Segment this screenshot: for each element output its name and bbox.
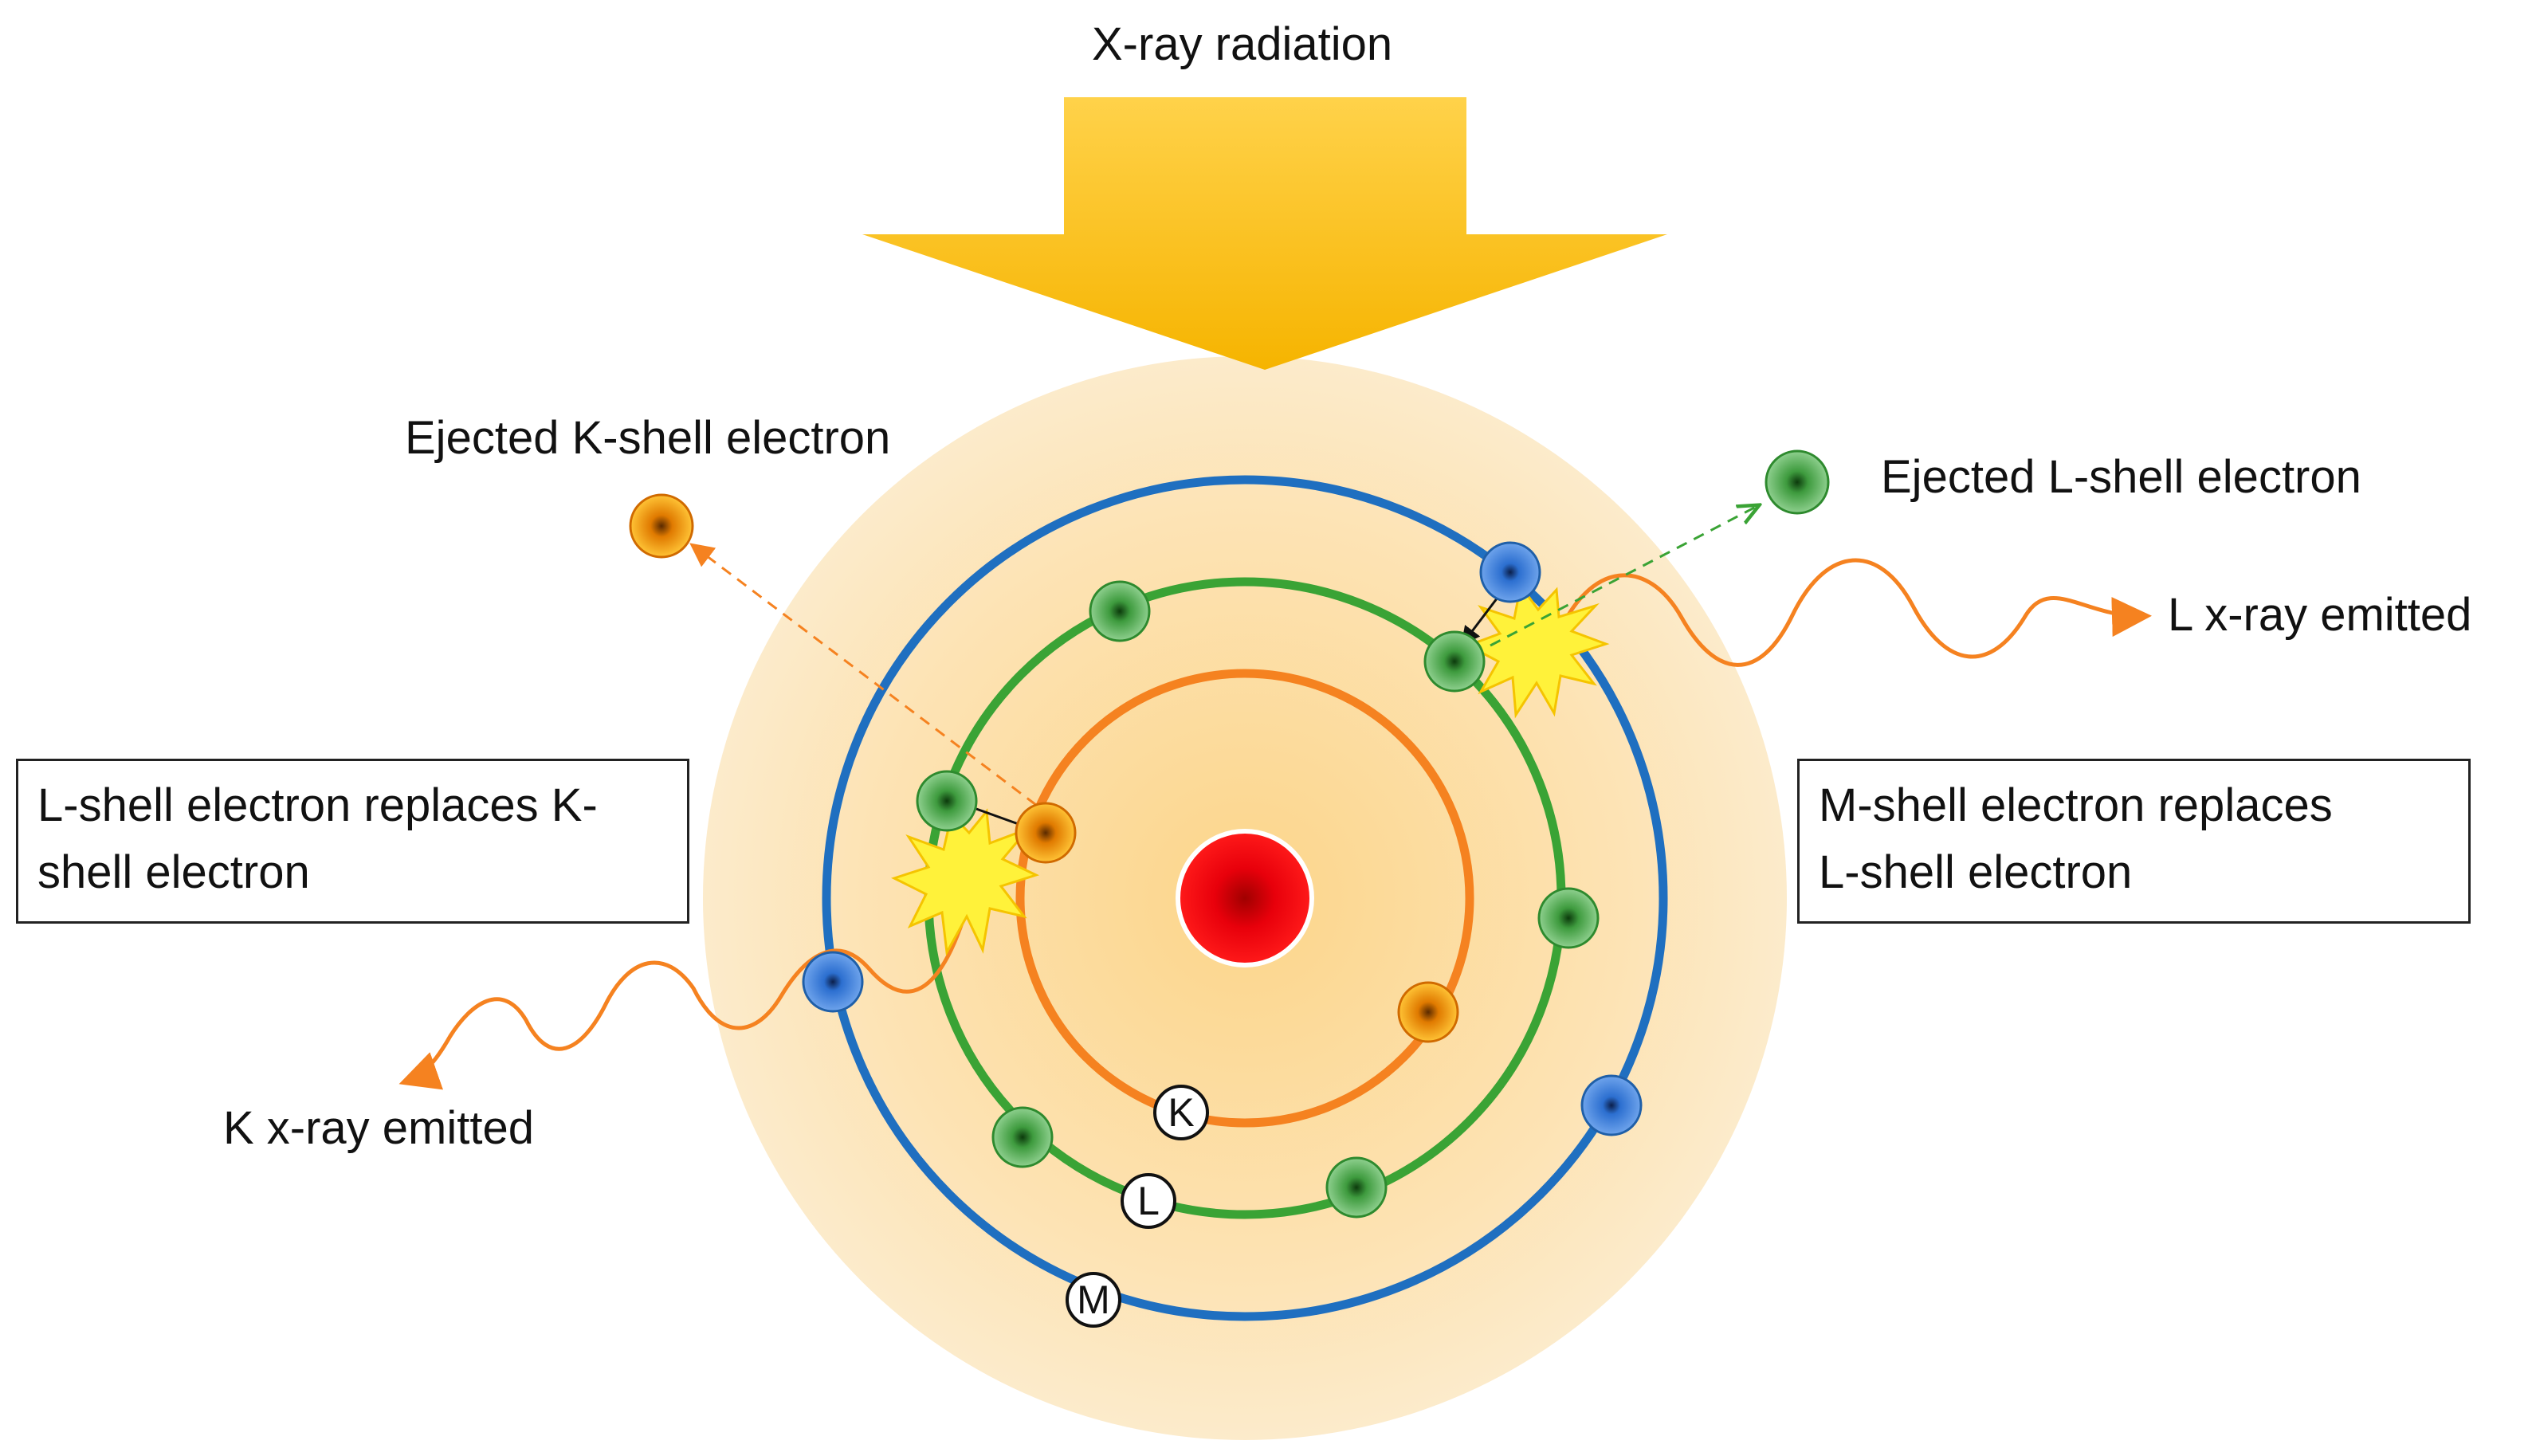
m-electron (1479, 541, 1541, 603)
k-xray-emitted-label: K x-ray emitted (223, 1102, 534, 1154)
l-electron (1325, 1156, 1388, 1219)
xray-radiation-arrow (862, 97, 1667, 370)
l-electron (916, 770, 978, 832)
ejected-k-shell-label: Ejected K-shell electron (405, 412, 891, 464)
l-replaces-k-line2: shell electron (37, 846, 310, 899)
m-shell-tag: M (1066, 1272, 1121, 1328)
l-shell-tag: L (1121, 1173, 1176, 1229)
l-electron (1537, 887, 1600, 949)
m-shell-electrons (802, 541, 1643, 1136)
k-xray-wave (398, 908, 969, 1090)
m-replaces-l-box: M-shell electron replaces L-shell electr… (1797, 759, 2471, 924)
l-xray-emitted-label: L x-ray emitted (2168, 589, 2472, 641)
k-electron (1015, 802, 1077, 864)
m-shell-orbit (822, 475, 1668, 1321)
m-replaces-l-line2: L-shell electron (1819, 846, 2133, 899)
m-electron (1580, 1074, 1643, 1136)
l-shell-flash (1465, 583, 1610, 719)
k-shell-tag: K (1153, 1085, 1209, 1140)
k-shell-electrons (1015, 802, 1459, 1043)
m-electron (802, 951, 864, 1013)
l-replaces-k-box: L-shell electron replaces K- shell elect… (16, 759, 689, 924)
m-replaces-l-line1: M-shell electron replaces (1819, 779, 2333, 831)
l-replaces-k-line1: L-shell electron replaces K- (37, 779, 598, 831)
l-shell-electrons (916, 580, 1600, 1219)
ejected-k-electron (629, 493, 694, 559)
l-electron (1089, 580, 1151, 642)
ejected-l-electron (1765, 449, 1830, 515)
ejected-l-shell-label: Ejected L-shell electron (1881, 451, 2361, 503)
l-xray-wave (1553, 558, 2152, 667)
l-electron (1423, 630, 1486, 693)
k-electron (1397, 981, 1459, 1043)
l-electron-ejection-arrow (1490, 506, 1757, 647)
xray-radiation-title: X-ray radiation (1092, 18, 1393, 70)
nucleus (1176, 829, 1314, 967)
k-shell-orbit (1015, 669, 1474, 1128)
k-electron-ejection-arrow (689, 543, 1037, 806)
l-electron (991, 1106, 1054, 1168)
